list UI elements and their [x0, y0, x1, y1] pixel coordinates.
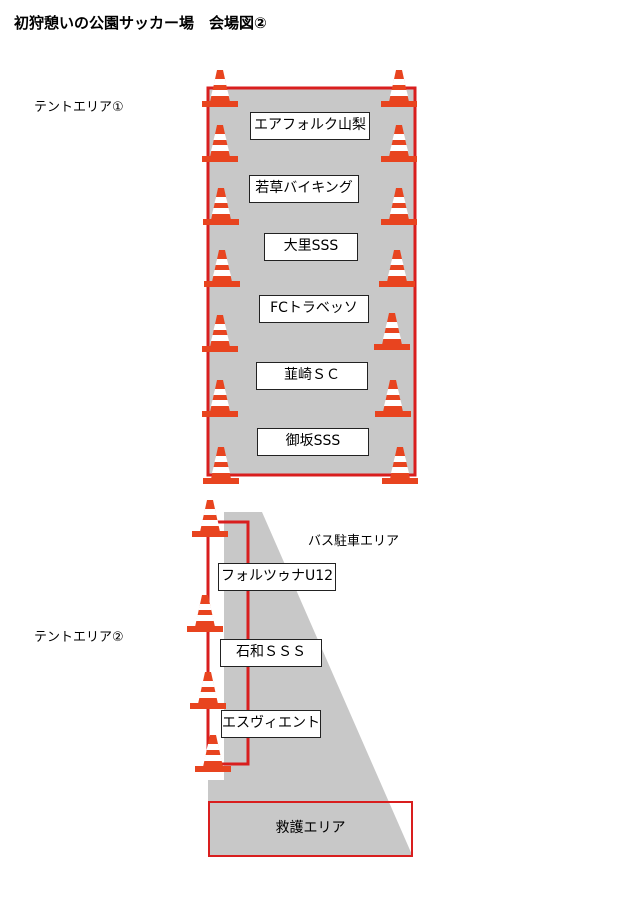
- traffic-cone-icon: [202, 70, 238, 107]
- traffic-cone-icon: [190, 672, 226, 709]
- traffic-cone-icon: [202, 125, 238, 162]
- page-title: 初狩憩いの公園サッカー場 会場図②: [14, 14, 267, 32]
- first-aid-area: 救護エリア: [208, 801, 413, 857]
- team-box: 韮崎ＳＣ: [256, 362, 368, 390]
- bus-parking-area-label: バス駐車エリア: [308, 534, 400, 549]
- traffic-cone-icon: [381, 125, 417, 162]
- traffic-cone-icon: [381, 70, 417, 107]
- traffic-cone-icon: [202, 380, 238, 417]
- traffic-cone-icon: [379, 250, 415, 287]
- traffic-cone-icon: [203, 447, 239, 484]
- team-box: フォルツゥナU12: [218, 563, 336, 591]
- traffic-cone-icon: [195, 735, 231, 772]
- tent-area-2-label: テントエリア②: [34, 630, 124, 645]
- traffic-cone-icon: [204, 250, 240, 287]
- team-box: FCトラベッソ: [259, 295, 369, 323]
- traffic-cone-icon: [382, 447, 418, 484]
- tent-area-1-label: テントエリア①: [34, 100, 124, 115]
- traffic-cone-icon: [187, 595, 223, 632]
- team-box: 若草バイキング: [249, 175, 359, 203]
- traffic-cone-icon: [381, 188, 417, 225]
- traffic-cone-icon: [203, 188, 239, 225]
- team-box: エアフォルク山梨: [250, 112, 370, 140]
- team-box: 御坂SSS: [257, 428, 369, 456]
- team-box: 石和ＳＳＳ: [220, 639, 322, 667]
- traffic-cone-icon: [202, 315, 238, 352]
- bus-parking-area: [208, 512, 413, 857]
- cone-group: [187, 70, 418, 772]
- traffic-cone-icon: [374, 313, 410, 350]
- team-box: エスヴィエント: [221, 710, 321, 738]
- traffic-cone-icon: [192, 500, 228, 537]
- team-box: 大里SSS: [264, 233, 358, 261]
- traffic-cone-icon: [375, 380, 411, 417]
